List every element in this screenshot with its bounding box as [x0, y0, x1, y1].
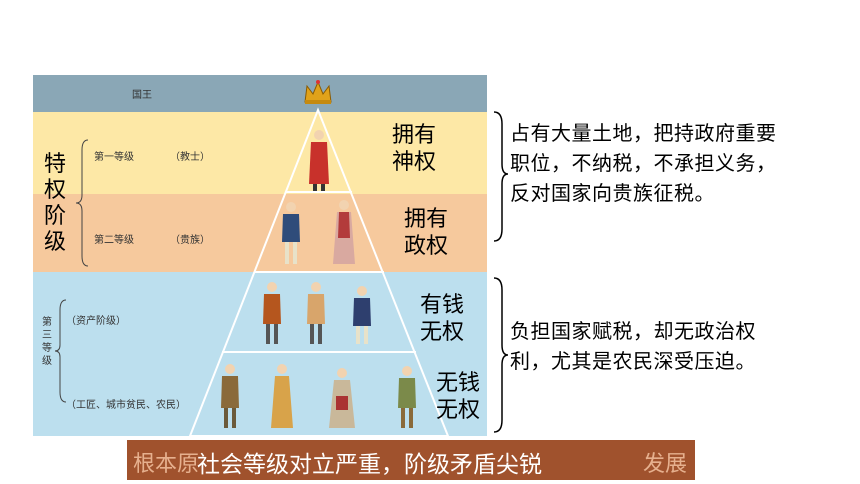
- banner-text: 社会等级对立严重，阶级矛盾尖锐: [197, 452, 542, 478]
- noble-figure-icon: [282, 202, 300, 264]
- conclusion-banner: 根本原 发展 社会等级对立严重，阶级矛盾尖锐: [127, 440, 695, 480]
- bourgeois-figure-2-icon: [307, 282, 325, 344]
- peasant-woman-figure-icon: [329, 368, 355, 428]
- king-band: [33, 75, 487, 112]
- second-estate-role: （贵族）: [170, 235, 210, 246]
- commoners-label: （工匠、城市贫民、农民）: [66, 400, 186, 411]
- divine-power-annotation: 拥有 神权: [392, 123, 437, 175]
- first-estate-label: 第一等级: [94, 152, 134, 163]
- privileged-description: 占有大量土地，把持政府重要职位，不纳税，不承担义务，反对国家向贵族征税。: [510, 121, 777, 205]
- crown-icon: [304, 80, 332, 104]
- third-estate-label: 第三等级: [42, 317, 52, 367]
- political-power-annotation: 拥有 政权: [404, 207, 449, 259]
- second-estate-label: 第二等级: [94, 235, 134, 246]
- bourgeois-figure-1-icon: [263, 282, 281, 344]
- banner-background-text-right: 发展: [642, 452, 687, 477]
- noble-lady-figure-icon: [333, 200, 355, 264]
- first-estate-role: （教士）: [170, 152, 210, 163]
- first-estate-band: [33, 112, 487, 194]
- bourgeoisie-label: （资产阶级）: [66, 316, 126, 327]
- king-label: 国王: [132, 90, 152, 101]
- banner-background-text-left: 根本原: [133, 452, 200, 477]
- no-money-no-power-annotation: 无钱 无权: [436, 371, 481, 423]
- rich-no-power-annotation: 有钱 无权: [420, 293, 465, 345]
- peasant-man-figure-icon: [398, 366, 416, 428]
- clergy-figure-icon: [309, 130, 329, 191]
- bourgeois-figure-3-icon: [353, 286, 371, 344]
- worker-figure-icon: [221, 364, 239, 428]
- poor-woman-figure-icon: [271, 364, 293, 428]
- third-estate-description: 负担国家赋税，却无政治权利，尤其是农民深受压迫。: [510, 319, 756, 373]
- privileged-class-label: 特权阶级: [44, 152, 67, 255]
